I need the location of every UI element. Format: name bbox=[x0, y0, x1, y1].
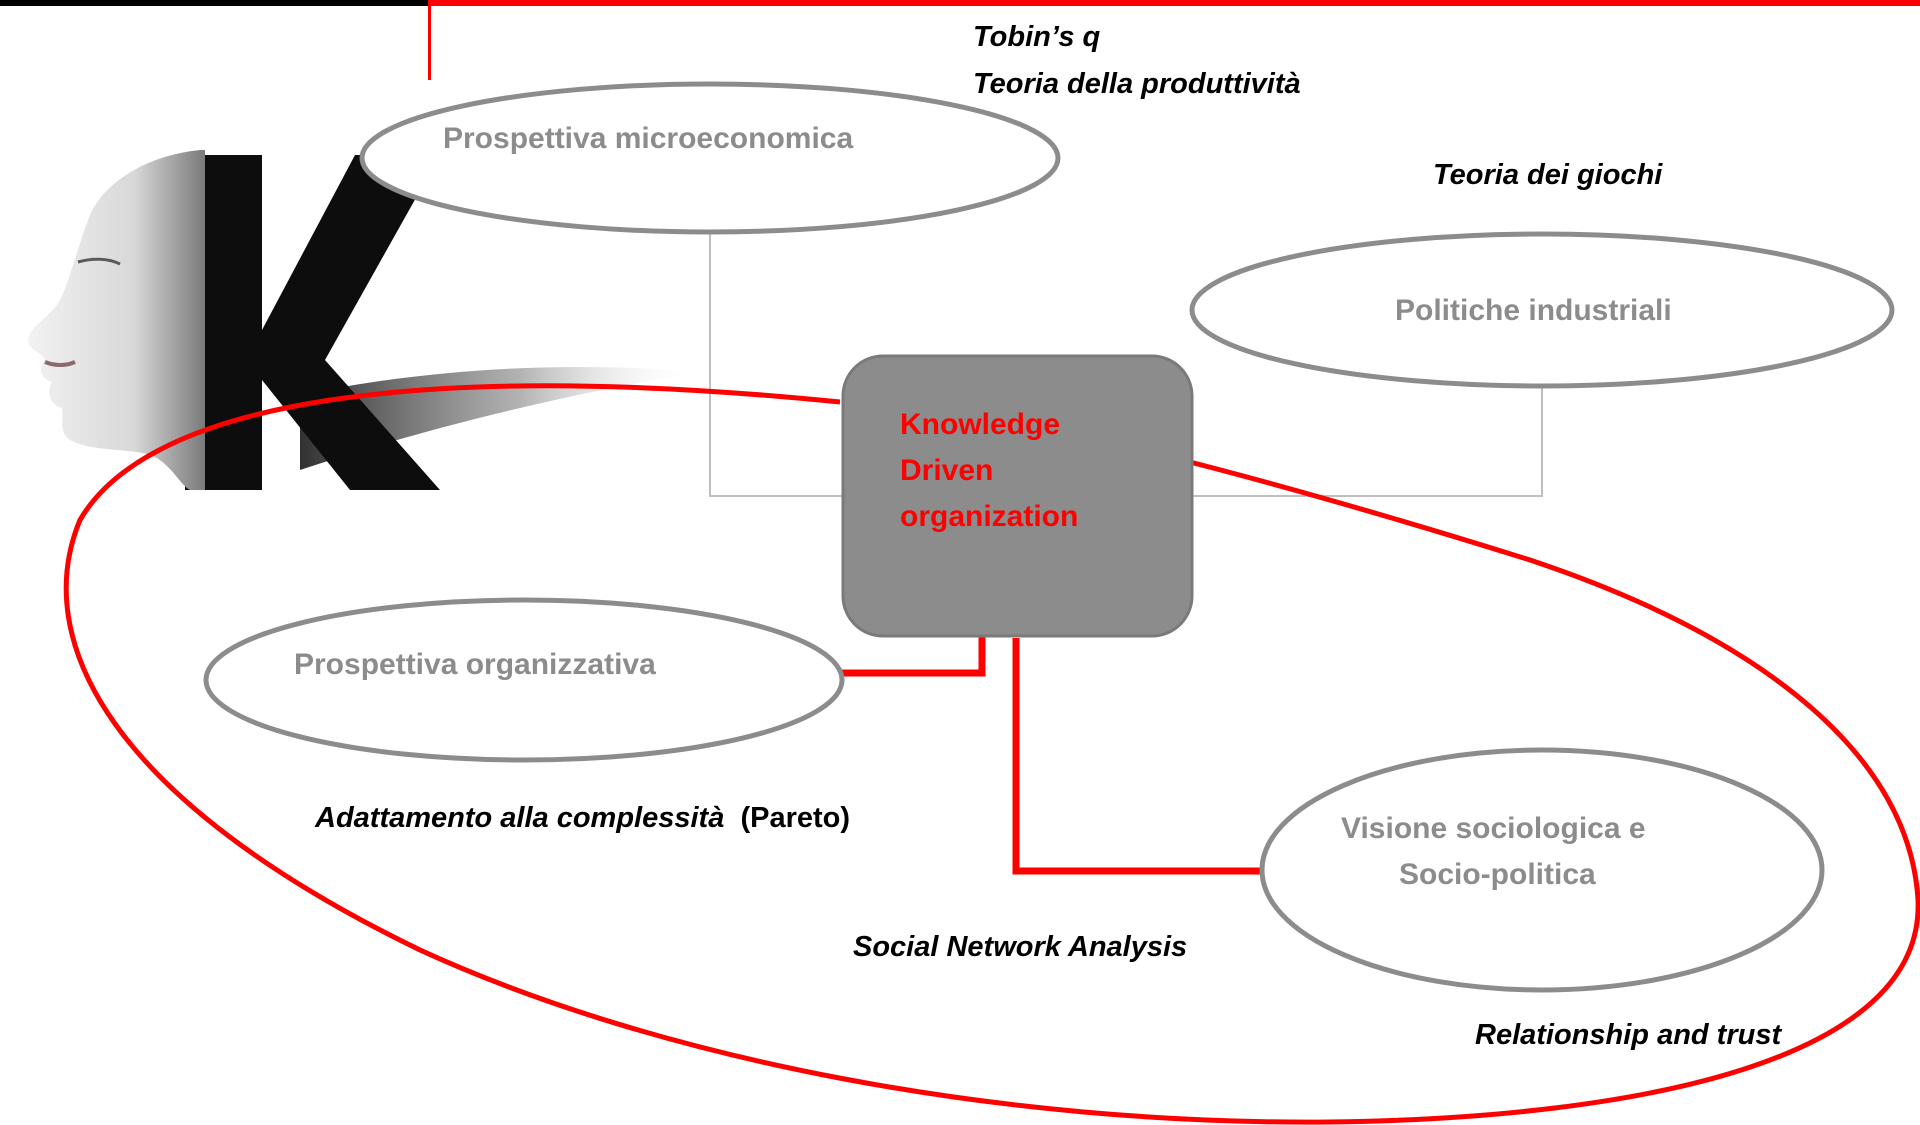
red-connectors bbox=[840, 633, 1262, 875]
node-organizzativa bbox=[203, 597, 845, 763]
annotation-adattamento-text: Adattamento alla complessità bbox=[315, 802, 725, 834]
central-node-label: Knowledge Driven organization bbox=[900, 402, 1078, 540]
annotation-adattamento: Adattamento alla complessità (Pareto) bbox=[315, 804, 850, 833]
node-organizzativa-label: Prospettiva organizzativa bbox=[294, 648, 656, 681]
node-microeconomica-label: Prospettiva microeconomica bbox=[443, 122, 854, 155]
central-node-line2: Driven bbox=[900, 454, 994, 487]
node-microeconomica bbox=[359, 81, 1061, 235]
central-node-line1: Knowledge bbox=[900, 408, 1061, 441]
annotation-pareto: (Pareto) bbox=[740, 802, 851, 834]
annotation-tobins-q: Tobin’s q bbox=[973, 21, 1101, 53]
header-red-tick bbox=[428, 0, 431, 80]
annotation-teoria-giochi: Teoria dei giochi bbox=[1433, 159, 1663, 191]
central-node-box bbox=[841, 354, 1194, 638]
node-politiche-label: Politiche industriali bbox=[1395, 294, 1672, 327]
knowledge-domain-ellipse bbox=[63, 383, 1920, 1125]
k-letter-shape bbox=[185, 155, 440, 490]
node-sociologica bbox=[1259, 747, 1825, 993]
connector-sociologica bbox=[1012, 638, 1262, 875]
face-lips bbox=[44, 360, 76, 367]
annotation-relationship-trust: Relationship and trust bbox=[1475, 1019, 1782, 1051]
node-sociologica-label-line1: Visione sociologica e bbox=[1341, 812, 1646, 845]
header-red-bar bbox=[430, 0, 1920, 6]
header-bar bbox=[0, 0, 1920, 80]
central-node-line3: organization bbox=[900, 500, 1079, 533]
face-silhouette bbox=[28, 150, 205, 490]
annotation-social-network: Social Network Analysis bbox=[853, 931, 1188, 963]
connector-politiche bbox=[1192, 386, 1543, 497]
header-black-bar bbox=[0, 0, 430, 6]
face-eye-line bbox=[77, 257, 121, 266]
connector-microeconomica bbox=[709, 232, 843, 497]
connector-organizzativa bbox=[840, 633, 986, 677]
annotation-teoria-produttivita: Teoria della produttività bbox=[973, 68, 1301, 100]
node-politiche bbox=[1189, 231, 1895, 389]
node-sociologica-label-line2: Socio-politica bbox=[1399, 858, 1596, 891]
